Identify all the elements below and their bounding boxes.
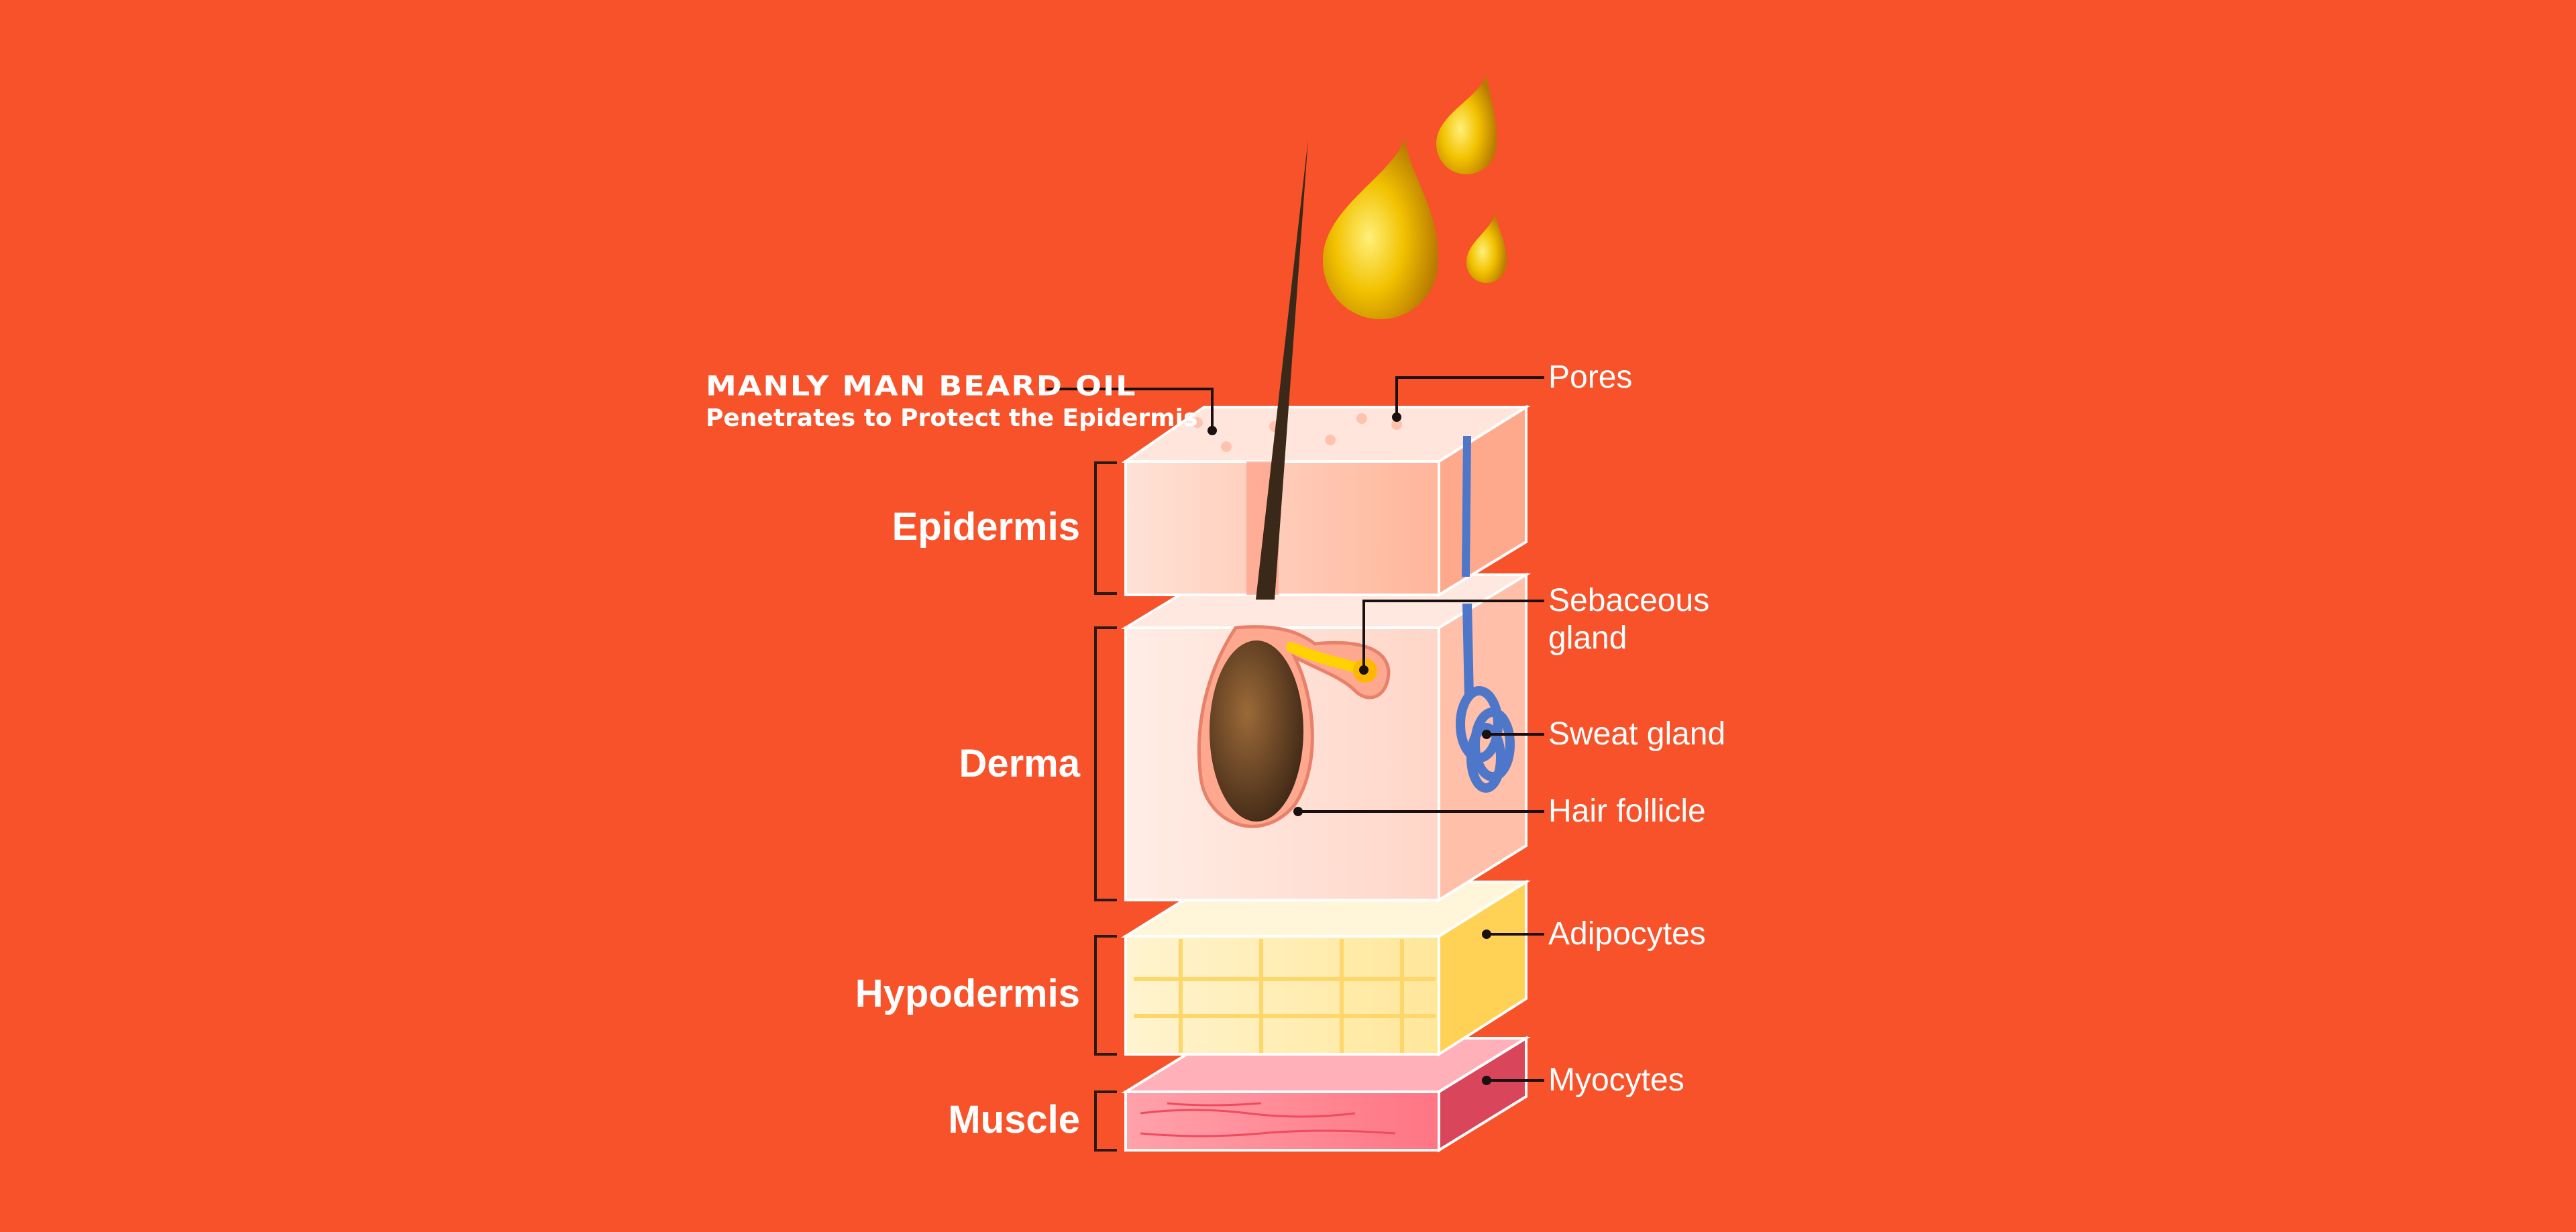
label-hair-follicle: Hair follicle [1548,793,1706,829]
leader-lines [1046,376,1544,1082]
label-pores: Pores [1548,359,1633,395]
derma-block [1120,572,1532,903]
label-epidermis: Epidermis [892,505,1080,549]
sweat-gland-coil [1456,603,1515,793]
layer-brackets [1094,461,1117,1152]
oil-drop-medium-icon [1436,74,1497,174]
label-sweat-gland: Sweat gland [1548,716,1726,752]
brand-title: MANLY MAN BEARD OIL [706,369,1137,402]
label-myocytes: Myocytes [1548,1062,1684,1098]
leader-dots [1208,412,1491,1085]
label-sebaceous-1: Sebaceous [1548,583,1710,618]
oil-drop-small-icon [1466,213,1507,283]
epidermis-block [1121,404,1531,598]
label-derma: Derma [959,742,1080,785]
label-sebaceous-2: gland [1548,620,1627,656]
label-hypodermis: Hypodermis [855,972,1080,1015]
hair-shaft [1256,139,1308,600]
oil-drop-large-icon [1322,137,1439,319]
hypodermis-block [1121,879,1531,1057]
brand-subtitle: Penetrates to Protect the Epidermis [706,404,1198,432]
hair-follicle-bulb [1210,640,1303,822]
label-adipocytes: Adipocytes [1548,916,1706,952]
label-muscle: Muscle [948,1098,1080,1141]
oil-drops [1322,74,1507,319]
